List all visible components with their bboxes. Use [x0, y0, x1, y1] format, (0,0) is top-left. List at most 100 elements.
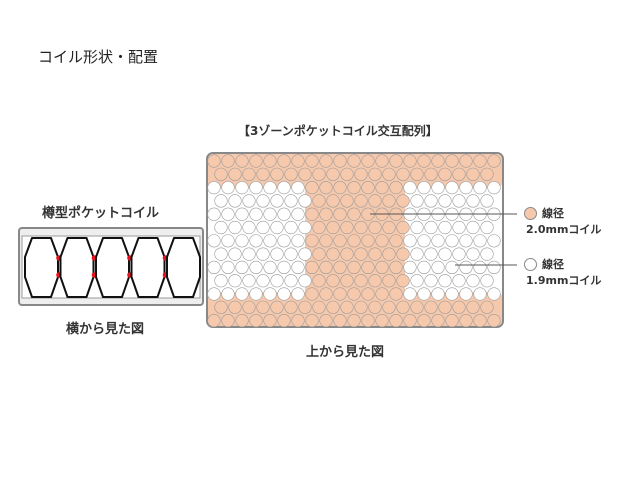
top-view-diagram — [206, 152, 504, 328]
coil-1.9mm — [431, 234, 445, 248]
coil-1.9mm — [417, 181, 431, 195]
coil-1.9mm — [284, 220, 298, 235]
coil-1.9mm — [473, 260, 487, 275]
coil-2.0mm — [361, 154, 375, 168]
coil-1.9mm — [452, 220, 466, 235]
coil-2.0mm — [389, 234, 403, 248]
coil-2.0mm — [452, 167, 466, 181]
coil-2.0mm — [382, 274, 396, 288]
coil-1.9mm — [424, 194, 438, 208]
coil-2.0mm — [340, 247, 354, 261]
coil-2.0mm — [375, 260, 389, 275]
coil-2.0mm — [347, 181, 361, 195]
coil-2.0mm — [347, 154, 361, 168]
coil-2.0mm — [487, 154, 501, 168]
coil-1.9mm — [235, 181, 249, 195]
coil-1.9mm — [214, 247, 228, 261]
coil-2.0mm — [361, 234, 375, 248]
coil-1.9mm — [284, 194, 298, 208]
coil-1.9mm — [263, 181, 277, 195]
coil-1.9mm — [403, 287, 417, 301]
coil-2.0mm — [382, 167, 396, 181]
thick-coil-swatch-icon — [524, 207, 537, 220]
coil-2.0mm — [228, 167, 242, 181]
coil-1.9mm — [473, 234, 487, 248]
coil-2.0mm — [368, 220, 382, 235]
coil-2.0mm — [340, 167, 354, 181]
coil-2.0mm — [228, 300, 242, 314]
coil-2.0mm — [382, 300, 396, 314]
coil-1.9mm — [438, 220, 452, 235]
barrel-coil — [24, 237, 59, 298]
coil-2.0mm — [354, 167, 368, 181]
coil-2.0mm — [361, 181, 375, 195]
coil-2.0mm — [480, 167, 494, 181]
coil-2.0mm — [270, 300, 284, 314]
coil-1.9mm — [466, 220, 480, 235]
coil-1.9mm — [235, 234, 249, 248]
coil-1.9mm — [270, 274, 284, 288]
coil-1.9mm — [487, 260, 501, 275]
coil-2.0mm — [375, 314, 389, 328]
coil-2.0mm — [298, 300, 312, 314]
coil-2.0mm — [291, 154, 305, 168]
coil-2.0mm — [396, 274, 410, 288]
coil-2.0mm — [319, 207, 333, 221]
coil-2.0mm — [466, 167, 480, 181]
coil-1.9mm — [445, 287, 459, 301]
coil-2.0mm — [312, 300, 326, 314]
coil-1.9mm — [424, 220, 438, 235]
coil-2.0mm — [368, 300, 382, 314]
coil-2.0mm — [277, 314, 291, 328]
coil-1.9mm — [256, 274, 270, 288]
coil-2.0mm — [333, 154, 347, 168]
coil-1.9mm — [235, 207, 249, 221]
coil-2.0mm — [305, 260, 319, 275]
coil-1.9mm — [256, 194, 270, 208]
coil-2.0mm — [305, 234, 319, 248]
coil-1.9mm — [270, 220, 284, 235]
coil-1.9mm — [438, 194, 452, 208]
coil-2.0mm — [347, 287, 361, 301]
coil-2.0mm — [375, 234, 389, 248]
coil-1.9mm — [291, 234, 305, 248]
coil-1.9mm — [466, 247, 480, 261]
coil-2.0mm — [347, 260, 361, 275]
coil-2.0mm — [368, 274, 382, 288]
coil-1.9mm — [228, 220, 242, 235]
coil-2.0mm — [326, 220, 340, 235]
coil-2.0mm — [333, 181, 347, 195]
coil-1.9mm — [228, 274, 242, 288]
coil-2.0mm — [284, 300, 298, 314]
coil-2.0mm — [235, 154, 249, 168]
coil-2.0mm — [375, 287, 389, 301]
coil-1.9mm — [431, 260, 445, 275]
coil-2.0mm — [263, 314, 277, 328]
coil-2.0mm — [326, 274, 340, 288]
coil-1.9mm — [424, 247, 438, 261]
coil-1.9mm — [214, 194, 228, 208]
coil-1.9mm — [459, 287, 473, 301]
coil-2.0mm — [396, 167, 410, 181]
coil-2.0mm — [396, 300, 410, 314]
coil-2.0mm — [207, 314, 221, 328]
coil-2.0mm — [354, 194, 368, 208]
coil-1.9mm — [249, 260, 263, 275]
coil-1.9mm — [403, 260, 417, 275]
coil-2.0mm — [249, 314, 263, 328]
coil-2.0mm — [382, 194, 396, 208]
coil-2.0mm — [382, 247, 396, 261]
coil-2.0mm — [312, 247, 326, 261]
coil-1.9mm — [277, 287, 291, 301]
coil-1.9mm — [242, 220, 256, 235]
coil-1.9mm — [466, 194, 480, 208]
coil-2.0mm — [221, 314, 235, 328]
coil-1.9mm — [207, 287, 221, 301]
coil-2.0mm — [263, 154, 277, 168]
legend-thick-label: 線径 — [542, 207, 564, 220]
coil-2.0mm — [305, 154, 319, 168]
zone-diagram-title: 【3ゾーンポケットコイル交互配列】 — [238, 124, 438, 138]
coil-2.0mm — [340, 274, 354, 288]
coil-2.0mm — [438, 167, 452, 181]
coil-1.9mm — [445, 260, 459, 275]
